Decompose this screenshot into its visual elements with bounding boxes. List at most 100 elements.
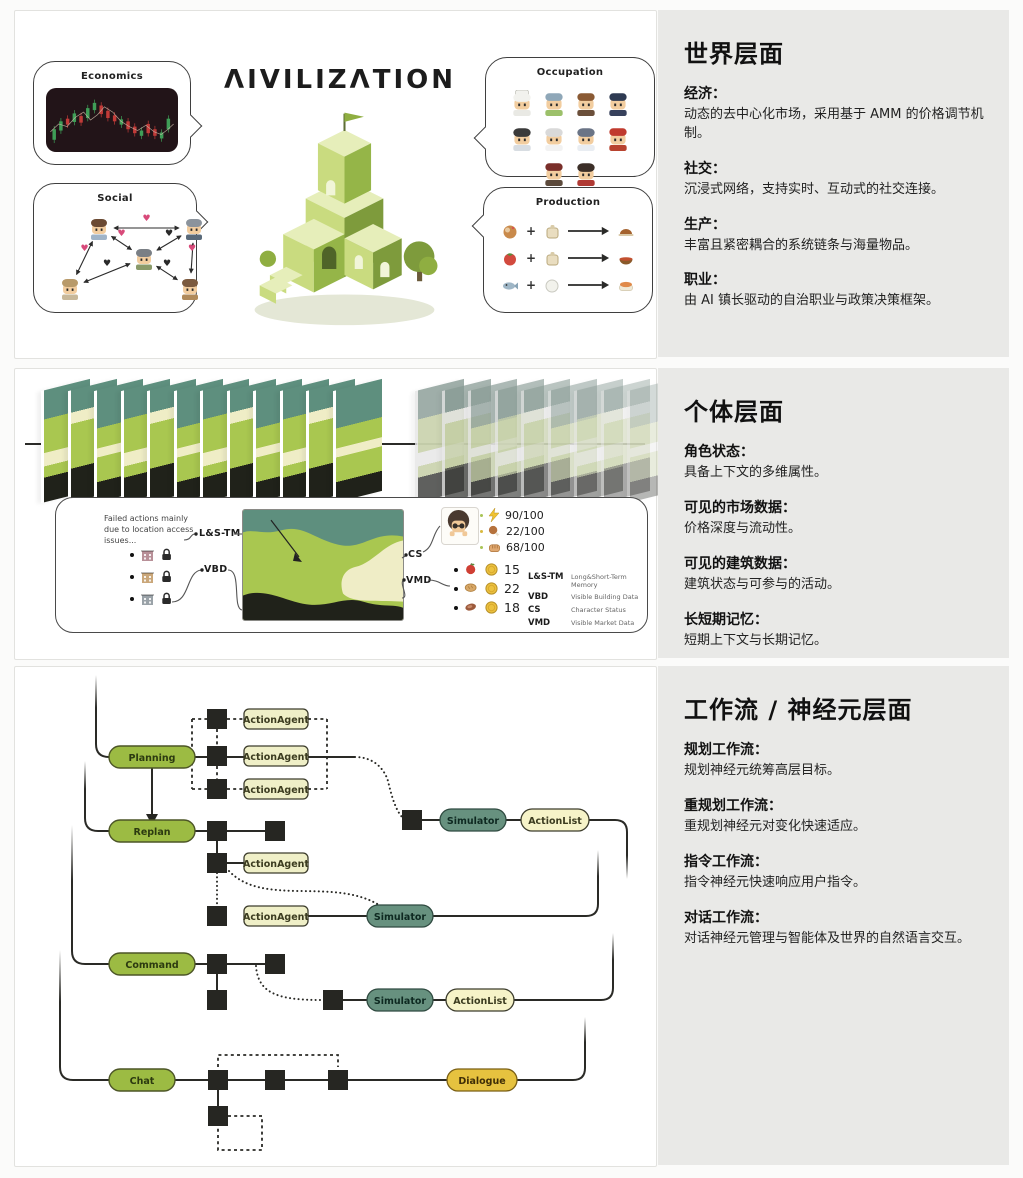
legend-row: VBD Visible Building Data [528, 592, 647, 602]
social-network-graph: ♥♥♥♥♥♥♥ [44, 210, 240, 306]
info-desc: 价格深度与流动性。 [684, 520, 802, 536]
occupation-bubble: Occupation [473, 57, 655, 186]
rice-ball-icon [543, 276, 561, 294]
action-agent-node: ActionAgent [243, 852, 309, 874]
dashed-group-outline [191, 718, 339, 1151]
bullet-dot [454, 586, 458, 591]
stew-dish-icon [617, 249, 635, 267]
info-desc: 沉浸式网络，支持实时、互动式的社交连接。 [684, 181, 945, 197]
right-arrow-icon [568, 279, 610, 291]
candle [52, 129, 56, 140]
social-bubble: Social ♥♥♥♥♥♥♥ [33, 183, 209, 313]
stat-value: 90/100 [505, 508, 544, 522]
svg-text:Simulator: Simulator [374, 912, 426, 923]
candle [153, 129, 157, 136]
candle [92, 102, 97, 111]
svg-text:Command: Command [125, 960, 178, 971]
svg-text:ActionAgent: ActionAgent [243, 859, 309, 870]
agent-context-card: Failed actions mainly due to location ac… [55, 497, 648, 633]
bubble-tail [179, 114, 203, 138]
market-row: 18 [454, 600, 520, 615]
candle [79, 116, 83, 123]
flour-sack-icon [543, 222, 561, 240]
tomato-icon [501, 249, 519, 267]
replan-loop-line [433, 850, 599, 917]
svg-text:ActionList: ActionList [528, 816, 582, 827]
legend-abbr: VMD [528, 618, 551, 628]
info-desc: 短期上下文与长期记忆。 [684, 632, 828, 648]
map-frame [332, 378, 382, 504]
price-value: 15 [504, 562, 520, 577]
info-label: 指令工作流： [684, 853, 768, 870]
building-row [130, 548, 172, 561]
heart-icon: ♥ [103, 259, 112, 269]
flour-sack-icon [543, 249, 561, 267]
character-stats: 90/100 22/100 68/100 [480, 508, 545, 554]
action-agent-node: ActionAgent [243, 708, 309, 730]
svg-text:ActionList: ActionList [453, 996, 507, 1007]
market-prices: 15 22 18 [454, 562, 520, 615]
action-list-node: ActionList [520, 808, 590, 832]
individual-info-panel: 个体层面 角色状态：具备上下文的多维属性。 可见的市场数据：价格深度与流动性。 … [658, 368, 1009, 658]
individual-illustration-panel: Failed actions mainly due to location ac… [14, 368, 676, 660]
market-row: 22 [454, 581, 520, 596]
drumstick-icon [488, 525, 501, 538]
stat-row: 68/100 [480, 541, 545, 554]
right-arrow-icon [568, 225, 610, 237]
stat-row: 90/100 [480, 508, 545, 522]
production-recipes: +++ [484, 222, 652, 294]
legend-row: VMD Visible Market Data [528, 618, 647, 628]
lightning-icon [488, 508, 500, 522]
occupation-avatars [486, 89, 654, 190]
neuron-node-squares [207, 709, 422, 1126]
candle [59, 121, 63, 131]
occupation-bubble-title: Occupation [536, 67, 604, 78]
plus-sign: + [525, 251, 537, 265]
svg-text:ActionAgent: ActionAgent [243, 785, 309, 796]
character-portrait [441, 507, 479, 545]
economics-bubble: Economics [33, 61, 203, 165]
command-node: Command [108, 952, 196, 976]
ma-line [50, 106, 174, 135]
info-label: 职业： [684, 272, 726, 289]
bullet-dot [130, 574, 134, 579]
flag-icon [344, 112, 364, 122]
right-arrow-icon [568, 252, 610, 264]
building-row [130, 592, 172, 605]
info-desc: 动态的去中心化市场，采用基于 AMM 的价格调节机制。 [684, 107, 984, 141]
candle [106, 110, 110, 119]
chat-loop-line [517, 1017, 586, 1081]
simulator-node: Simulator [366, 988, 434, 1012]
building-icon [141, 592, 154, 605]
lstm-label: L&S-TM [199, 528, 241, 539]
building-icon [141, 548, 154, 561]
command-loop-line [514, 933, 614, 1001]
simulator-node: Simulator [366, 904, 434, 928]
info-desc: 由 AI 镇长驱动的自治职业与政策决策框架。 [684, 293, 939, 309]
svg-text:ActionAgent: ActionAgent [243, 912, 309, 923]
candle [65, 118, 70, 125]
info-label: 社交： [684, 160, 726, 177]
chat-node: Chat [108, 1068, 176, 1092]
candle [99, 105, 103, 115]
legend-abbr: VBD [528, 592, 549, 602]
fist-icon [488, 541, 501, 554]
action-agent-node: ActionAgent [243, 905, 309, 927]
individual-heading: 个体层面 [684, 398, 784, 426]
bread-icon [464, 581, 479, 596]
citizen-avatar [132, 246, 156, 270]
legend-abbr: CS [528, 605, 541, 615]
bullet-dot [480, 546, 483, 549]
info-label: 可见的建筑数据： [684, 555, 796, 572]
stat-row: 22/100 [480, 525, 545, 538]
info-label: 可见的市场数据： [684, 499, 796, 516]
info-desc: 重规划神经元对变化快速适应。 [684, 818, 867, 834]
command-feedback-line [71, 825, 109, 965]
economics-bubble-title: Economics [80, 71, 144, 82]
building-icon [141, 570, 154, 583]
market-row: 15 [454, 562, 520, 577]
citizen-avatar [58, 276, 82, 300]
heart-icon: ♥ [142, 214, 151, 224]
legend-desc: Visible Market Data [571, 619, 635, 627]
bullet-dot [480, 530, 483, 533]
